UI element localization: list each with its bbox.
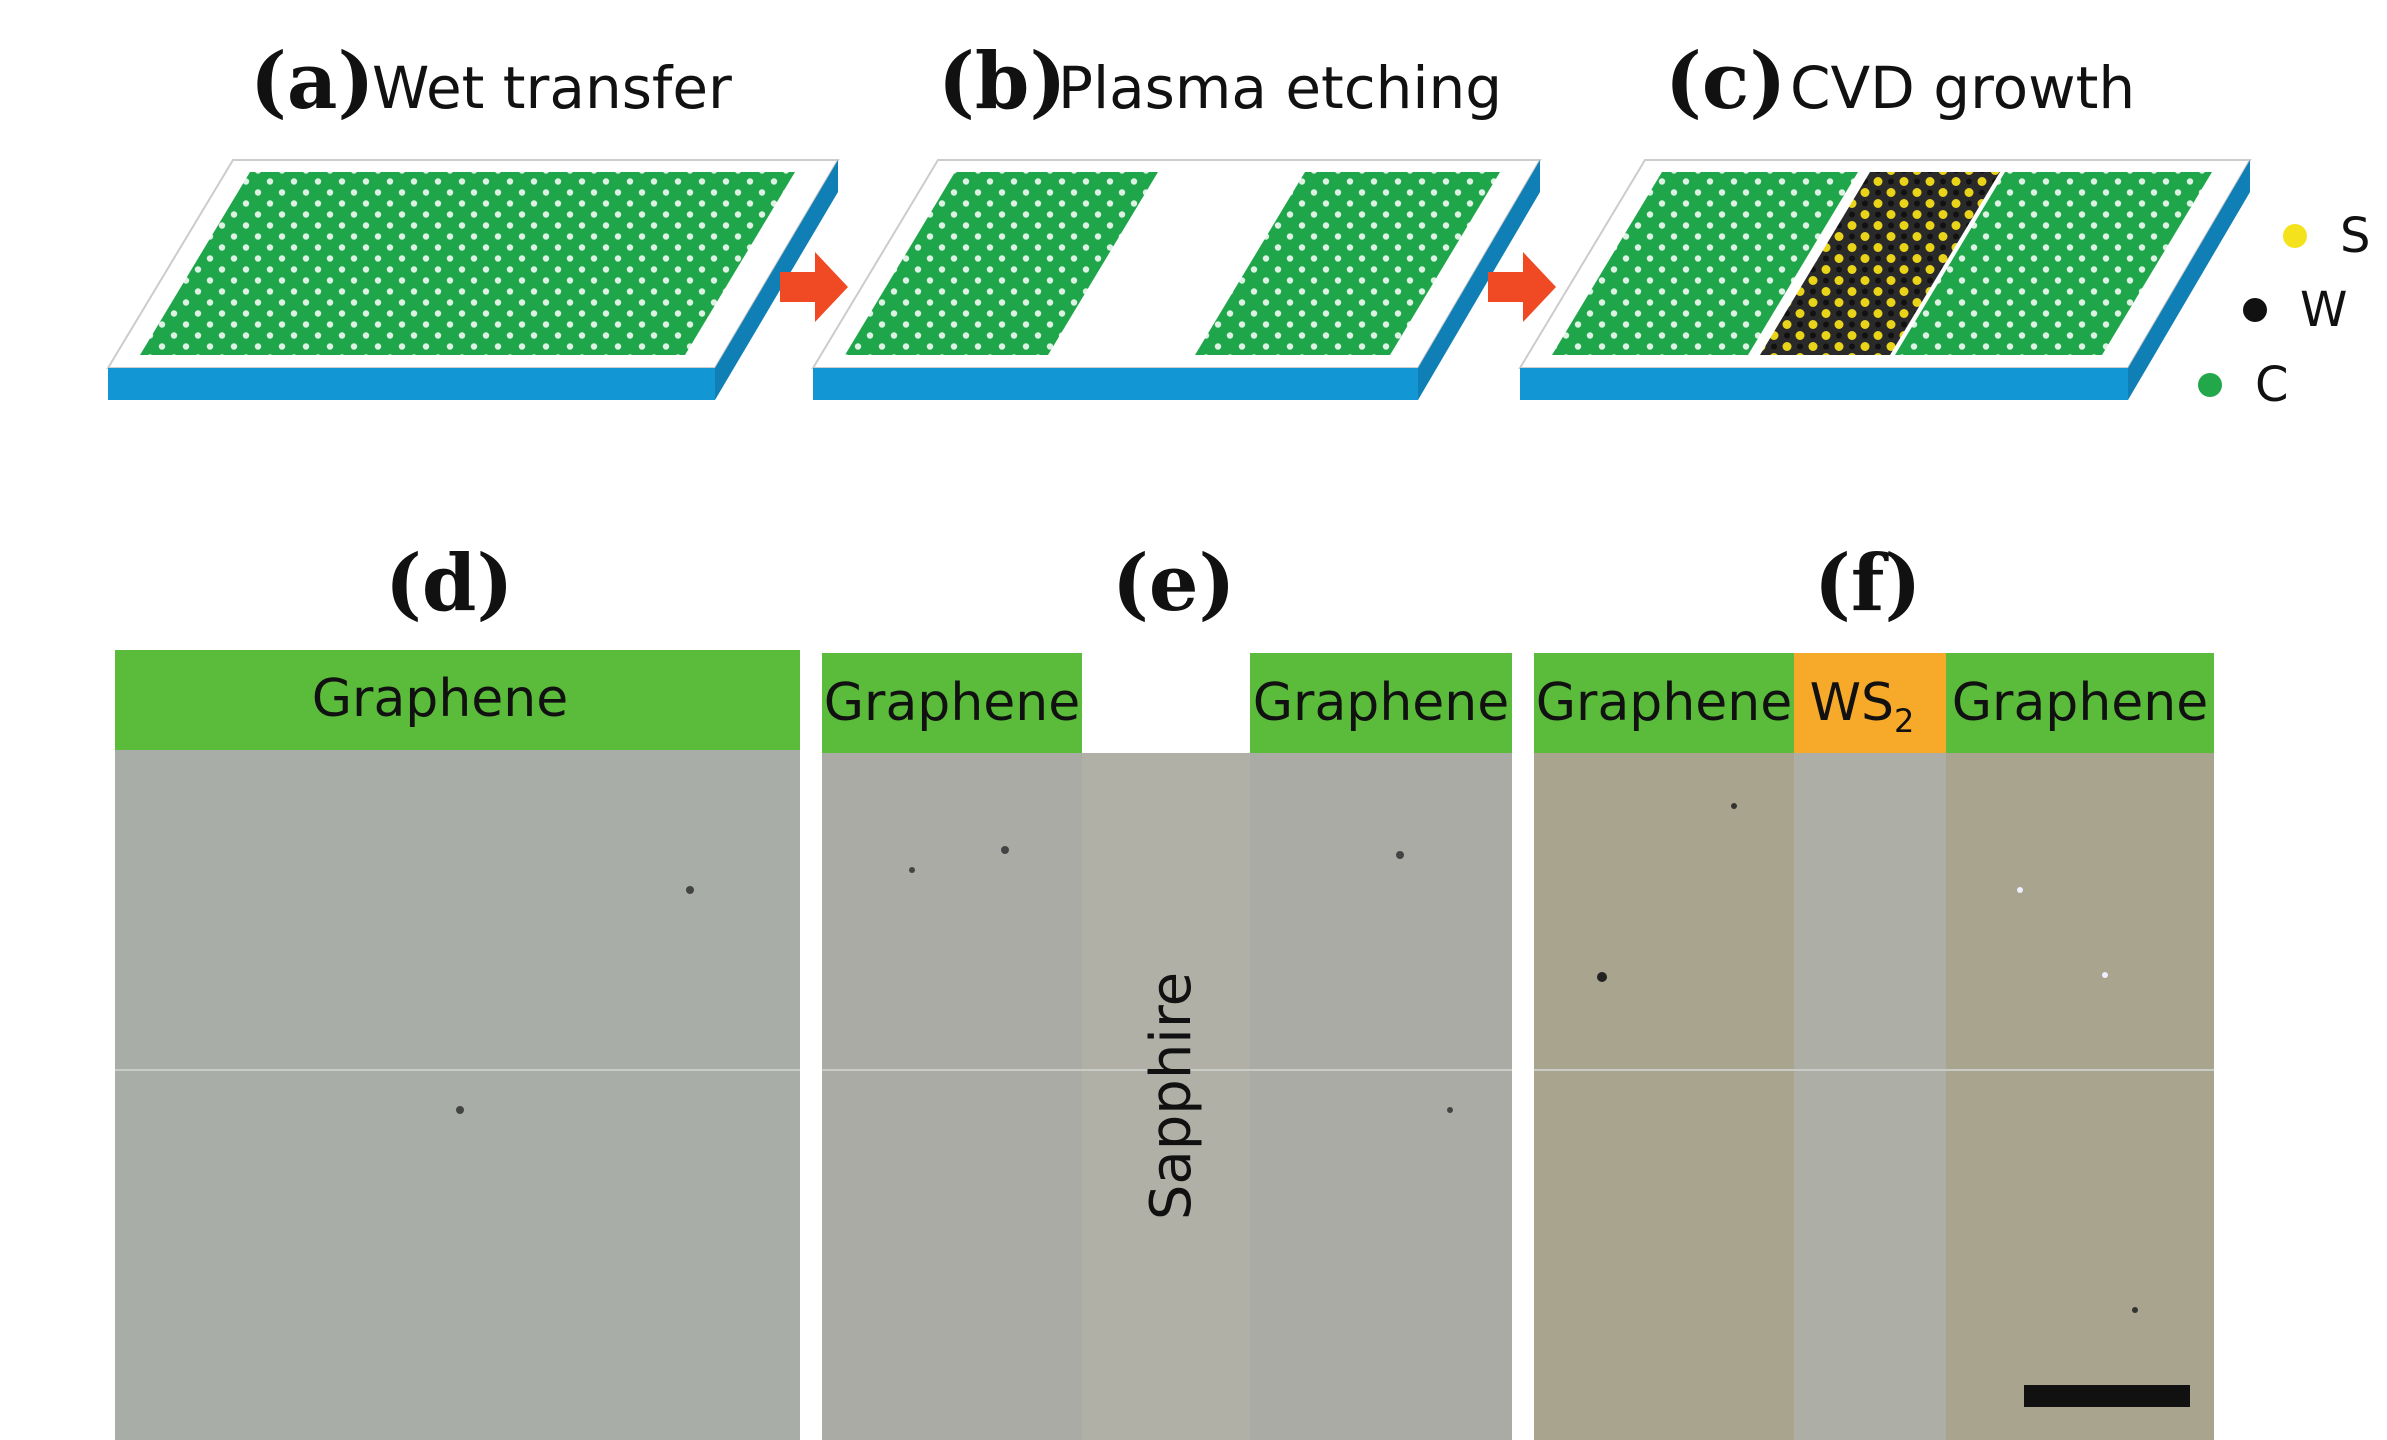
panel-f-bar-label-left: Graphene — [1536, 673, 1792, 733]
scale-bar — [2024, 1385, 2190, 1407]
legend-c-marker — [2198, 373, 2222, 397]
panel-e-graphene-bar-left — [822, 653, 1082, 753]
panel-f-graphene-bar-left — [1534, 653, 1794, 753]
panel-f-letter: (f) — [1814, 538, 1921, 629]
legend-s-marker — [2283, 224, 2307, 248]
panel-c-schematic — [1518, 159, 2252, 400]
panel-f-ws2-bar — [1794, 653, 1946, 753]
legend-w-marker — [2243, 298, 2267, 322]
panel-b-letter: (b) — [938, 36, 1066, 127]
panel-a-schematic — [106, 159, 840, 400]
legend-w-label: W — [2300, 282, 2347, 338]
panel-f-micrograph-right — [1946, 753, 2214, 1440]
panel-d-micrograph — [115, 750, 800, 1440]
panel-e-bar-label-right: Graphene — [1253, 673, 1509, 733]
process-arrow-icon — [1488, 252, 1556, 322]
panel-e-micrograph-sapphire — [1082, 753, 1250, 1440]
panel-f-bar-label-right: Graphene — [1952, 673, 2208, 733]
panel-d-graphene-bar — [115, 650, 800, 750]
panel-f: Graphene WS2 Graphene — [1534, 653, 2214, 1440]
panel-a-caption: Wet transfer — [372, 54, 732, 122]
process-arrow-icon — [780, 252, 848, 322]
panel-a-letter: (a) — [250, 36, 374, 127]
panel-f-ws2-label: WS2 — [1810, 673, 1915, 740]
panel-e: Graphene Graphene Sapphire — [822, 653, 1512, 1440]
panel-e-micrograph-right — [1250, 753, 1512, 1440]
legend-c-label: C — [2255, 357, 2289, 413]
panel-c-letter: (c) — [1665, 36, 1786, 127]
panel-c-caption: CVD growth — [1790, 54, 2135, 122]
panel-f-graphene-bar-right — [1946, 653, 2214, 753]
panel-d: Graphene — [115, 650, 800, 1440]
panel-d-bar-label: Graphene — [312, 669, 568, 729]
panel-e-bar-label-left: Graphene — [824, 673, 1080, 733]
legend: S W C — [2198, 208, 2370, 413]
panel-f-micrograph-left — [1534, 753, 1794, 1440]
panel-e-letter: (e) — [1112, 538, 1235, 629]
panel-e-gap-label: Sapphire — [1139, 972, 1204, 1220]
panel-d-letter: (d) — [385, 538, 513, 629]
panel-e-graphene-bar-right — [1250, 653, 1512, 753]
panel-b-caption: Plasma etching — [1058, 54, 1502, 122]
panel-b-schematic — [811, 159, 1542, 400]
legend-s-label: S — [2340, 208, 2370, 264]
panel-f-micrograph-ws2 — [1794, 753, 1946, 1440]
panel-e-micrograph-left — [822, 753, 1082, 1440]
